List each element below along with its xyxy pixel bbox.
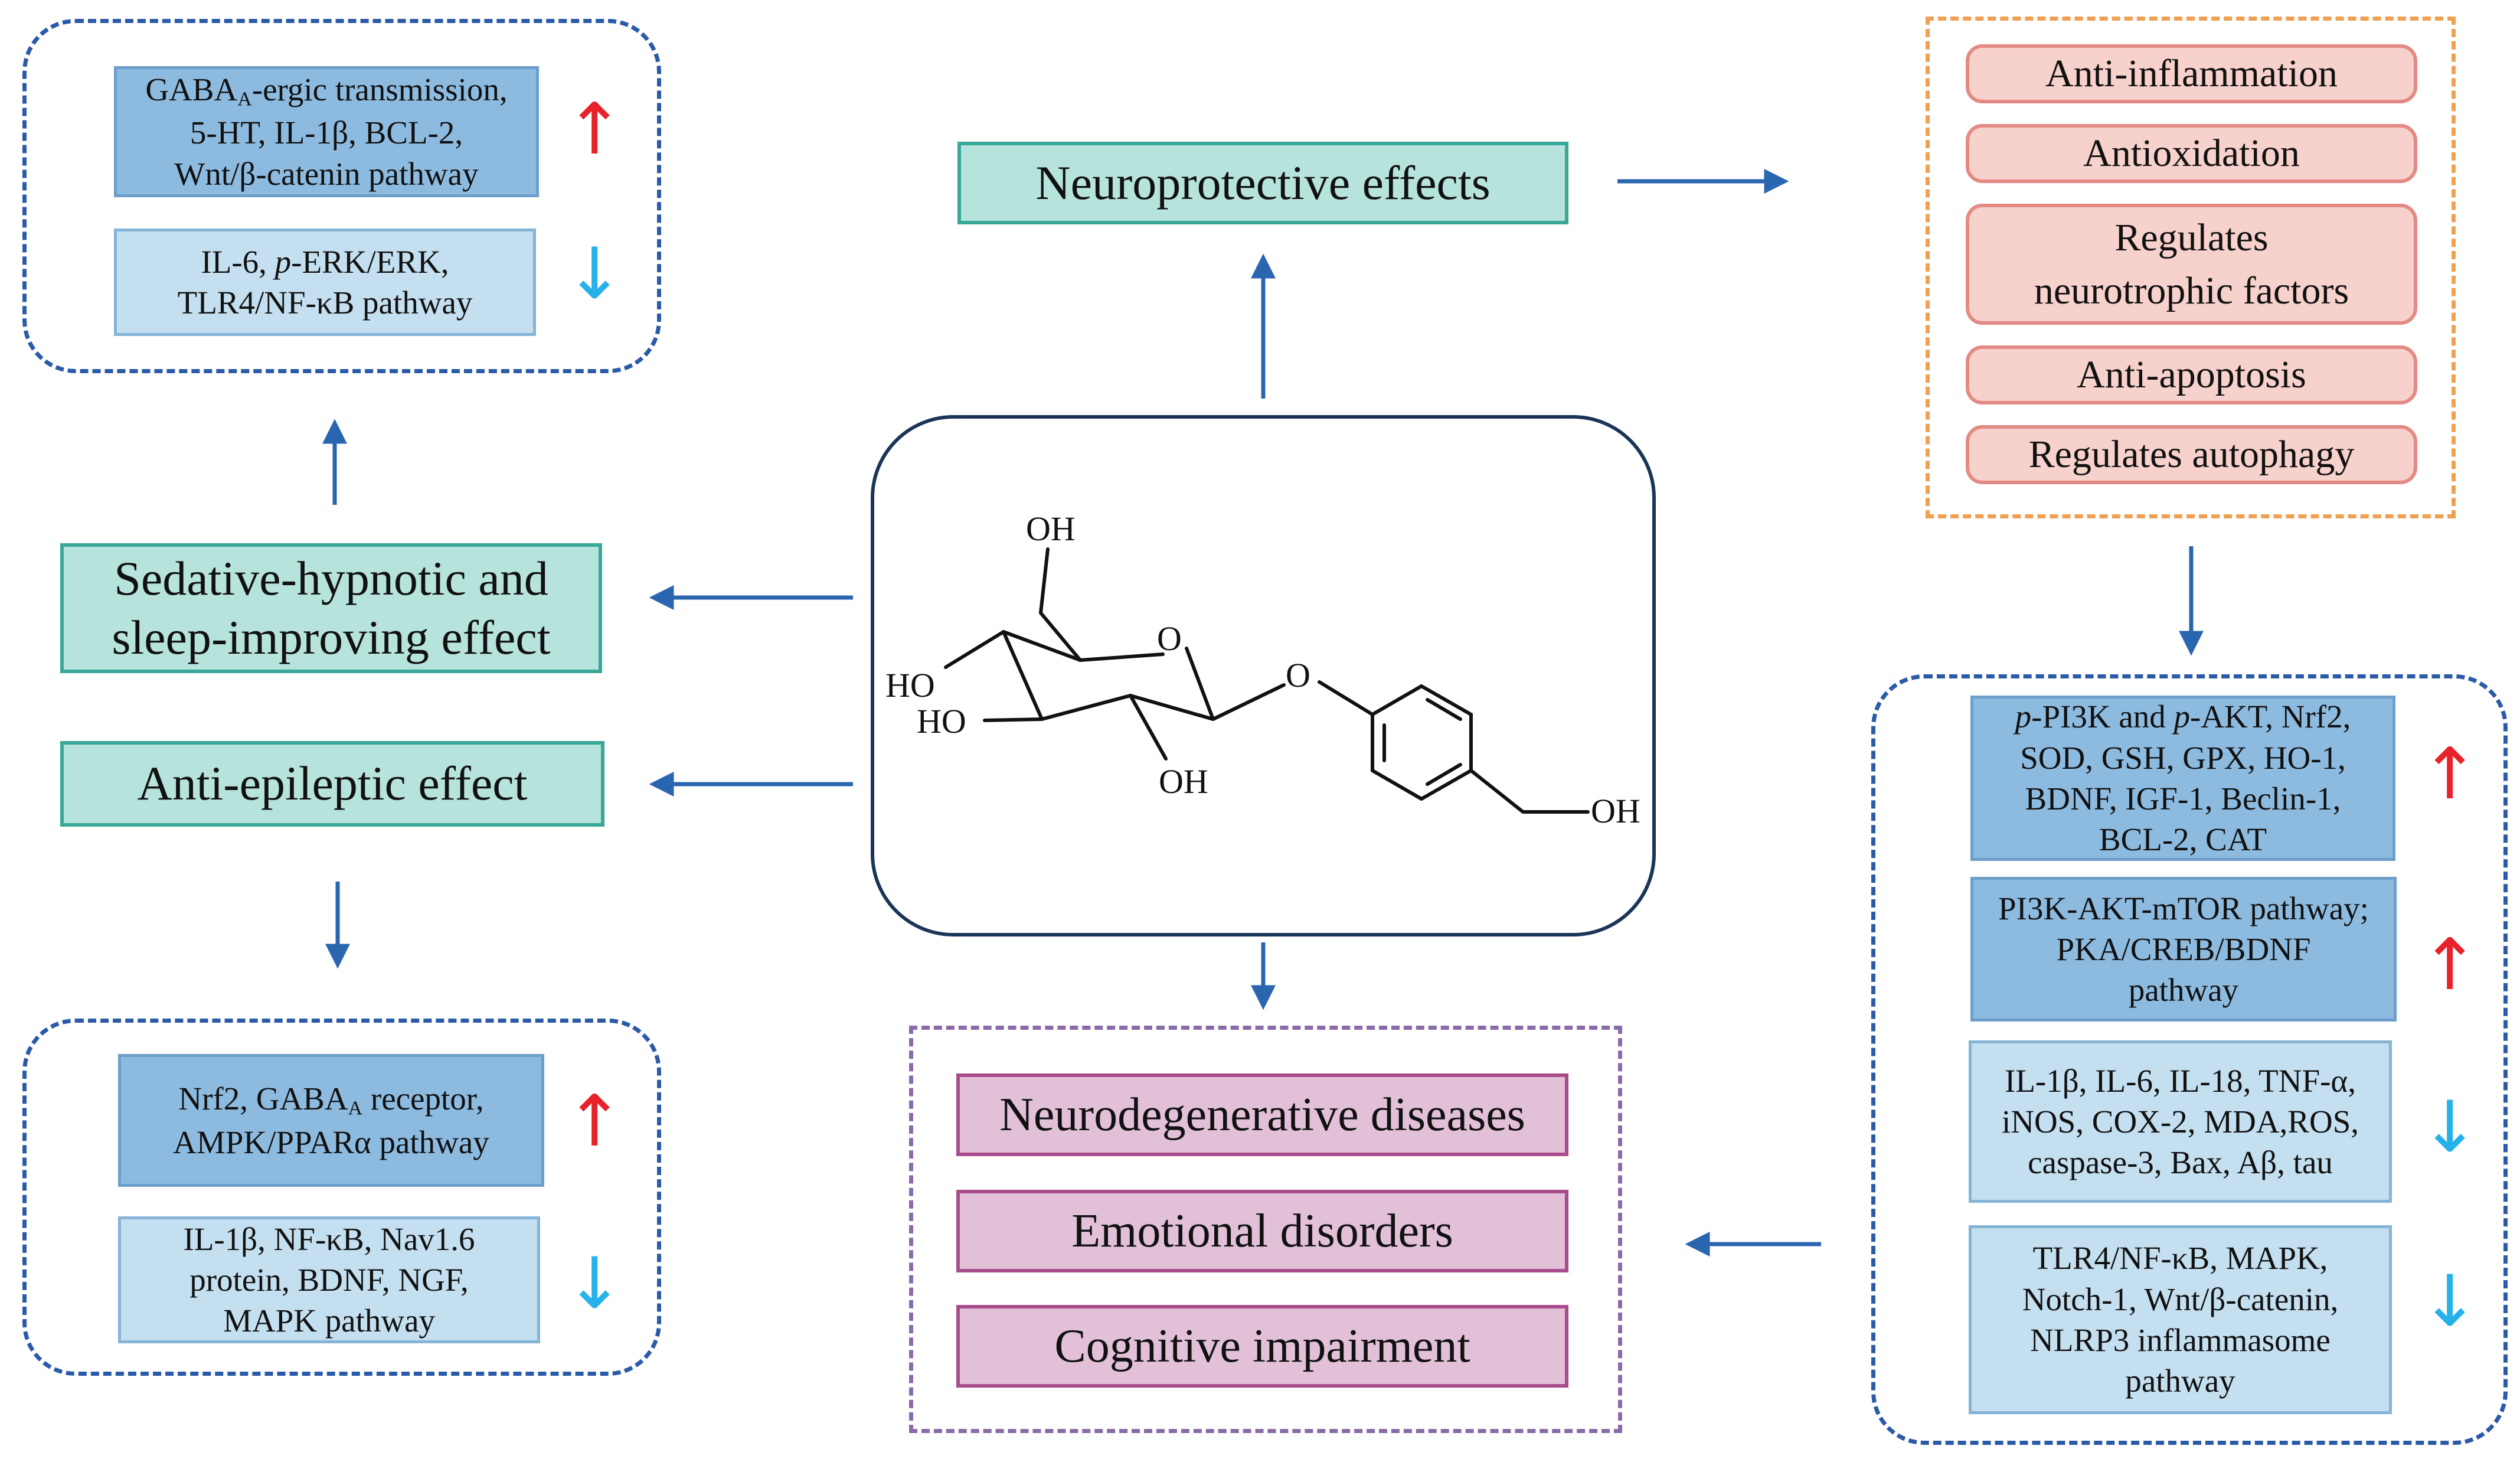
- effect-autophagy: Regulates autophagy: [1966, 425, 2417, 484]
- sedative-title: Sedative-hypnotic and sleep-improving ef…: [112, 551, 551, 664]
- epileptic-downregulated-box: IL-1β, NF-κB, Nav1.6 protein, BDNF, NGF,…: [118, 1216, 540, 1343]
- epileptic-mechanism-group: [22, 1019, 661, 1376]
- diseases-group: [909, 1026, 1622, 1433]
- mech-down-pathways-text: TLR4/NF-κB, MAPK, Notch-1, Wnt/β-catenin…: [2022, 1240, 2339, 1399]
- sedative-down-text: IL-6, p-ERK/ERK, TLR4/NF-κB pathway: [177, 243, 473, 321]
- disease-emotional: Emotional disorders: [956, 1190, 1568, 1272]
- mech-factors-down-arrow: ↓: [2420, 1086, 2480, 1169]
- mech-factors-up-arrow: ↑: [2420, 733, 2480, 815]
- sedative-downregulated-box: IL-6, p-ERK/ERK, TLR4/NF-κB pathway: [114, 229, 536, 336]
- disease-neurodegenerative: Neurodegenerative diseases: [956, 1073, 1568, 1156]
- epileptic-effect-box: Anti-epileptic effect: [60, 741, 604, 827]
- effect-anti-apoptosis: Anti-apoptosis: [1966, 345, 2417, 404]
- sedative-up-arrow: ↑: [564, 89, 625, 171]
- effect-anti-inflammation: Anti-inflammation: [1966, 44, 2417, 103]
- epileptic-up-text: Nrf2, GABAA receptor, AMPK/PPARα pathway: [173, 1081, 489, 1160]
- mech-downregulated-pathways: TLR4/NF-κB, MAPK, Notch-1, Wnt/β-catenin…: [1969, 1225, 2392, 1414]
- mech-downregulated-factors: IL-1β, IL-6, IL-18, TNF-α, iNOS, COX-2, …: [1969, 1040, 2392, 1203]
- epileptic-down-arrow: ↓: [564, 1243, 625, 1325]
- disease-cognitive: Cognitive impairment: [956, 1305, 1568, 1388]
- neuro-effects-group: [1926, 17, 2456, 518]
- mech-factors-text: p-PI3K and p-AKT, Nrf2, SOD, GSH, GPX, H…: [2015, 699, 2351, 858]
- effect-neurotrophic: Regulates neurotrophic factors: [1966, 204, 2417, 325]
- epileptic-up-arrow: ↑: [564, 1081, 625, 1163]
- label-oh-top: OH: [1026, 510, 1076, 548]
- neuro-mechanism-group: [1871, 674, 2508, 1445]
- effect-antioxidation: Antioxidation: [1966, 124, 2417, 183]
- label-oh-bottom: OH: [1159, 762, 1208, 801]
- label-ho-1: HO: [885, 666, 935, 704]
- label-o-ring: O: [1157, 619, 1182, 658]
- sedative-down-arrow: ↓: [564, 233, 625, 315]
- mech-pathways-up-arrow: ↑: [2420, 924, 2480, 1006]
- label-ho-2: HO: [917, 702, 966, 740]
- mech-down-factors-text: IL-1β, IL-6, IL-18, TNF-α, iNOS, COX-2, …: [2001, 1062, 2359, 1181]
- mech-pathways-text: PI3K-AKT-mTOR pathway; PKA/CREB/BDNF pat…: [1998, 890, 2369, 1009]
- epileptic-down-text: IL-1β, NF-κB, Nav1.6 protein, BDNF, NGF,…: [183, 1220, 475, 1339]
- sedative-mechanism-group: [22, 19, 661, 373]
- molecule-box: [871, 415, 1656, 936]
- sedative-effect-box: Sedative-hypnotic and sleep-improving ef…: [60, 543, 602, 673]
- neuroprotective-box: Neuroprotective effects: [957, 142, 1568, 224]
- mech-pathways-down-arrow: ↓: [2420, 1261, 2480, 1343]
- label-o-link: O: [1286, 656, 1310, 694]
- label-oh-right: OH: [1591, 792, 1640, 830]
- neuroprotective-title: Neuroprotective effects: [1035, 155, 1491, 210]
- sedative-upregulated-box: GABAA-ergic transmission, 5-HT, IL-1β, B…: [114, 66, 539, 197]
- sedative-up-text: GABAA-ergic transmission, 5-HT, IL-1β, B…: [145, 71, 508, 192]
- mech-upregulated-pathways: PI3K-AKT-mTOR pathway; PKA/CREB/BDNF pat…: [1970, 877, 2397, 1022]
- epileptic-title: Anti-epileptic effect: [137, 756, 528, 811]
- epileptic-upregulated-box: Nrf2, GABAA receptor, AMPK/PPARα pathway: [118, 1054, 544, 1187]
- mech-upregulated-factors: p-PI3K and p-AKT, Nrf2, SOD, GSH, GPX, H…: [1970, 696, 2395, 861]
